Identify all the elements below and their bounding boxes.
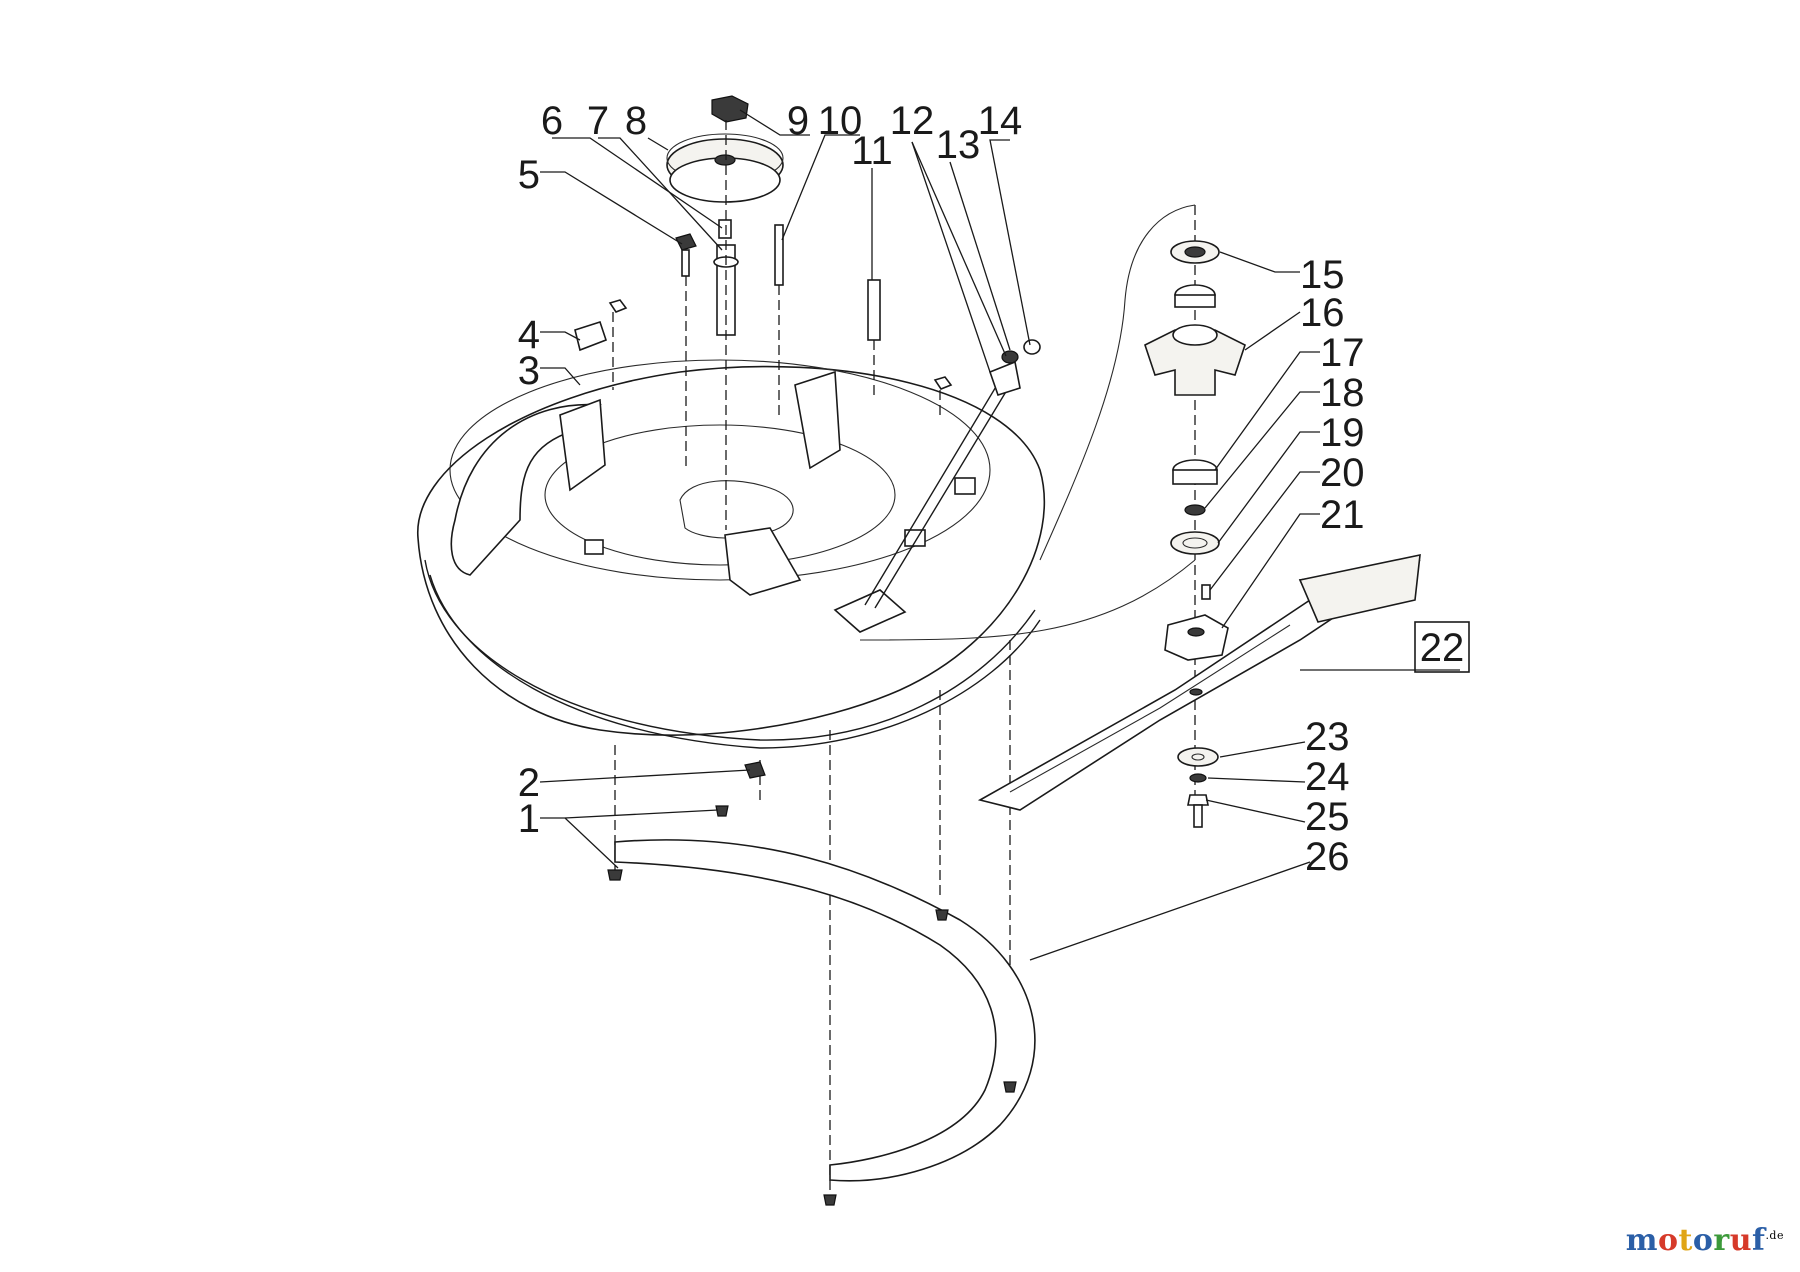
- blade-hardware: [1177, 747, 1219, 828]
- callout-21: 21: [1320, 493, 1365, 537]
- callout-22: 22: [1420, 626, 1465, 670]
- callout-9: 9: [787, 99, 809, 143]
- leader-lines: [539, 109, 1460, 961]
- callout-15: 15: [1300, 253, 1345, 297]
- callout-18: 18: [1320, 371, 1365, 415]
- mower-deck: [417, 359, 1046, 749]
- brand-wordmark: motoruf: [1626, 1223, 1766, 1258]
- spindle-stack: [1144, 240, 1246, 661]
- callout-14: 14: [978, 99, 1023, 143]
- brand-suffix: .de: [1765, 1229, 1784, 1242]
- guard-ring: [614, 839, 1036, 1182]
- callout-13: 13: [936, 123, 981, 167]
- mower-blade: [977, 553, 1421, 811]
- brand-letter: o: [1658, 1223, 1679, 1258]
- callout-19: 19: [1320, 411, 1365, 455]
- callout-26: 26: [1305, 835, 1350, 879]
- brand-logo: motoruf.de: [1626, 1223, 1784, 1258]
- brand-letter: m: [1625, 1223, 1659, 1258]
- callout-3: 3: [518, 349, 540, 393]
- callout-4: 4: [518, 313, 540, 357]
- callout-11: 11: [851, 129, 893, 173]
- callout-12: 12: [890, 99, 935, 143]
- callout-23: 23: [1305, 715, 1350, 759]
- brand-letter: r: [1713, 1223, 1730, 1258]
- callout-17: 17: [1320, 331, 1365, 375]
- brand-letter: o: [1692, 1223, 1714, 1258]
- callout-20: 20: [1320, 451, 1365, 495]
- brand-letter: t: [1678, 1223, 1693, 1258]
- callout-2: 2: [518, 761, 540, 805]
- callout-8: 8: [625, 99, 647, 143]
- callout-16: 16: [1300, 291, 1345, 335]
- callout-25: 25: [1305, 795, 1350, 839]
- fasteners: [607, 761, 1017, 1206]
- callout-10: 10: [818, 99, 863, 143]
- callout-6: 6: [541, 99, 563, 143]
- callout-7: 7: [587, 99, 609, 143]
- callout-labels: 1 2 3 4 5 6 7 8 9 10 11 12 13 14 15 16 1…: [518, 99, 1470, 879]
- callout-5: 5: [518, 153, 540, 197]
- brand-letter: u: [1729, 1223, 1753, 1258]
- callout-24: 24: [1305, 755, 1350, 799]
- callout-22-box: [1414, 621, 1470, 673]
- callout-1: 1: [518, 797, 540, 841]
- brand-letter: f: [1752, 1223, 1766, 1258]
